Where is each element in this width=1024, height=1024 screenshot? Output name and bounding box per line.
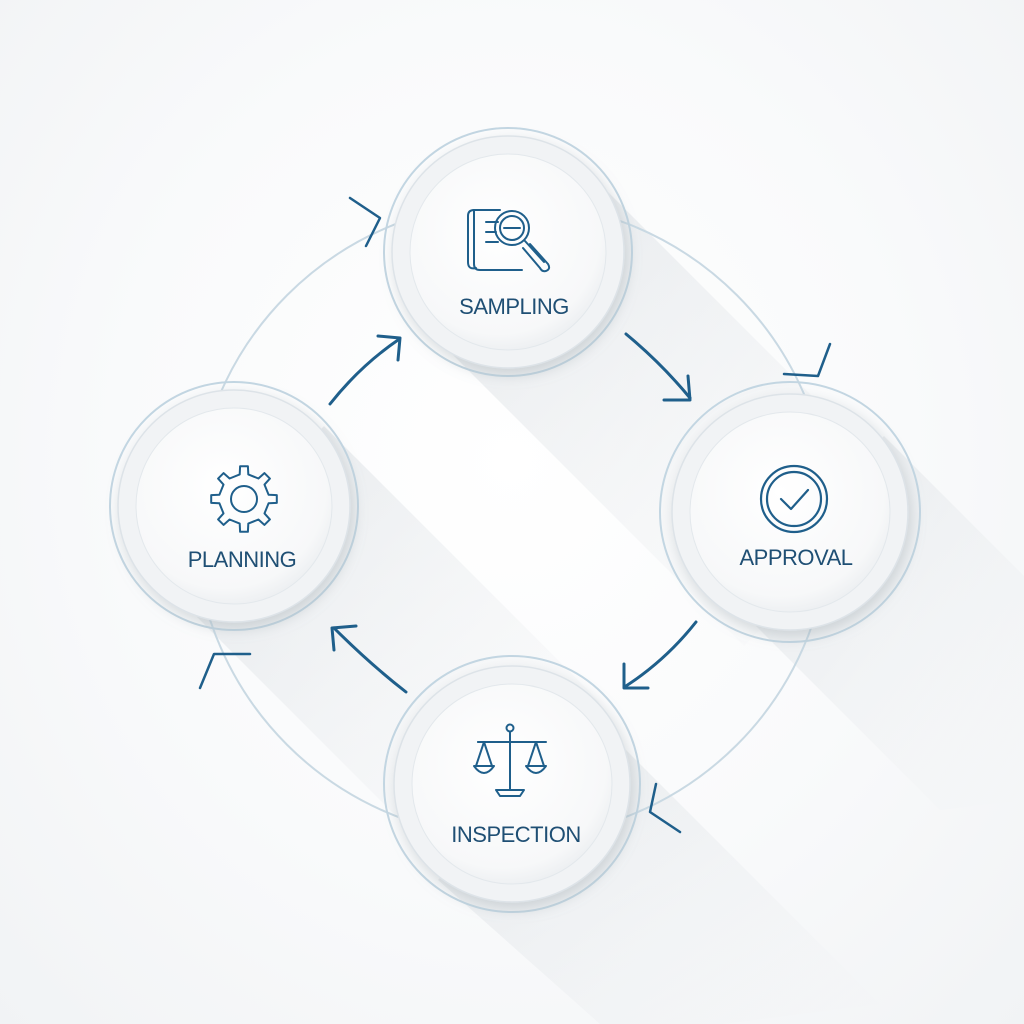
orbit-chevron-right — [782, 342, 832, 378]
flow-arrows — [328, 332, 698, 694]
arrow-approval-to-inspection — [624, 620, 698, 688]
node-inspection-disc — [411, 683, 613, 885]
arrow-inspection-to-planning — [332, 626, 408, 694]
arrow-approval-to-inspection-head — [622, 662, 650, 690]
arrow-sampling-to-approval — [624, 332, 692, 400]
node-approval-label: APPROVAL — [740, 545, 853, 570]
node-sampling: SAMPLING — [383, 127, 633, 377]
node-sampling-outer-ring — [383, 127, 633, 377]
document-magnifier-icon — [467, 209, 551, 273]
orbit-chevron-top-left — [348, 196, 382, 248]
node-planning-outer-ring — [109, 381, 359, 631]
orbit-chevrons — [198, 196, 832, 834]
node-sampling-disc — [409, 153, 607, 351]
node-inspection: INSPECTION — [383, 655, 641, 913]
arrow-inspection-to-planning-head — [330, 624, 358, 652]
node-approval-outer-ring — [659, 381, 921, 643]
balance-scale-icon — [473, 723, 547, 797]
node-planning-label: PLANNING — [188, 547, 296, 572]
gear-icon — [210, 465, 278, 533]
orbit-chevron-bottom-right — [648, 782, 682, 834]
node-inspection-label: INSPECTION — [451, 822, 580, 847]
node-approval: APPROVAL — [659, 381, 921, 643]
node-planning: PLANNING — [109, 381, 359, 631]
arrow-planning-to-sampling-head — [376, 334, 402, 362]
node-inspection-outer-ring — [383, 655, 641, 913]
check-circle-icon — [759, 464, 829, 534]
orbit-chevron-left — [198, 652, 252, 690]
arrow-sampling-to-approval-head — [662, 374, 692, 402]
node-sampling-label: SAMPLING — [459, 294, 569, 319]
node-approval-disc — [689, 411, 891, 613]
arrow-planning-to-sampling — [328, 338, 400, 406]
